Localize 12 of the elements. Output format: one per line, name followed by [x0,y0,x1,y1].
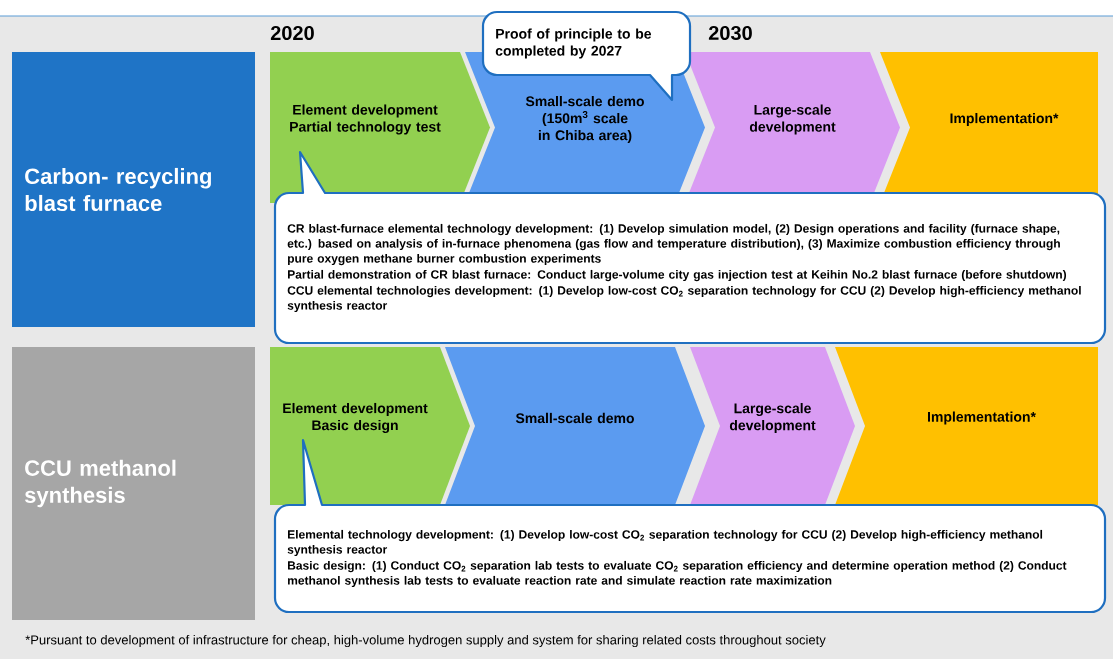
callout-bubble: CR blast-furnace elemental technology development: (1) Develop simulation model, (2) Design operations and facility (furnace shape, etc.) based on analysis of in-furnace phenomena (gas flow and temperature distribution), (3) Maximize combustion efficiency through pure oxygen methane burner combustion experiments Partial demonstration of CR blast furnace: Conduct large-volume city gas injection test at Keihin No.2 blast furnace (before shutdown) CCU elemental technologies development: (1) Develop low-cost CO$_{2}$ separation technology for CCU (2) Develop high-efficiency methanol synthesis reactor [273,150,1107,345]
row-header-box: CCU methanol synthesis [12,347,255,620]
year-label: 2030 [708,25,752,41]
chevron-step: Large-scale development [685,52,900,203]
callout-bubble: Elemental technology development: (1) Develop low-cost CO$_{2}$ separation technology for CCU (2) Develop high-efficiency methanol synthesis reactor Basic design: (1) Conduct CO$_{2}$ separation lab tests to evaluate CO$_{2}$ separation efficiency and determine operation method (2) Conduct methanol synthesis lab tests to evaluate reaction rate and simulate reaction rate maximization [273,438,1107,614]
chevron-step: Implementation* [835,347,1098,505]
footnote: *Pursuant to development of infrastructure for cheap, high-volume hydrogen supply and system for sharing related costs throughout society [25,634,826,648]
row-header-box: Carbon- recycling blast furnace [12,52,255,327]
chevron-step: Large-scale development [690,347,855,505]
chevron-step: Small-scale demo [445,347,705,505]
year-label: 2020 [270,25,314,41]
chevron-step: Element development Basic design [270,347,470,505]
